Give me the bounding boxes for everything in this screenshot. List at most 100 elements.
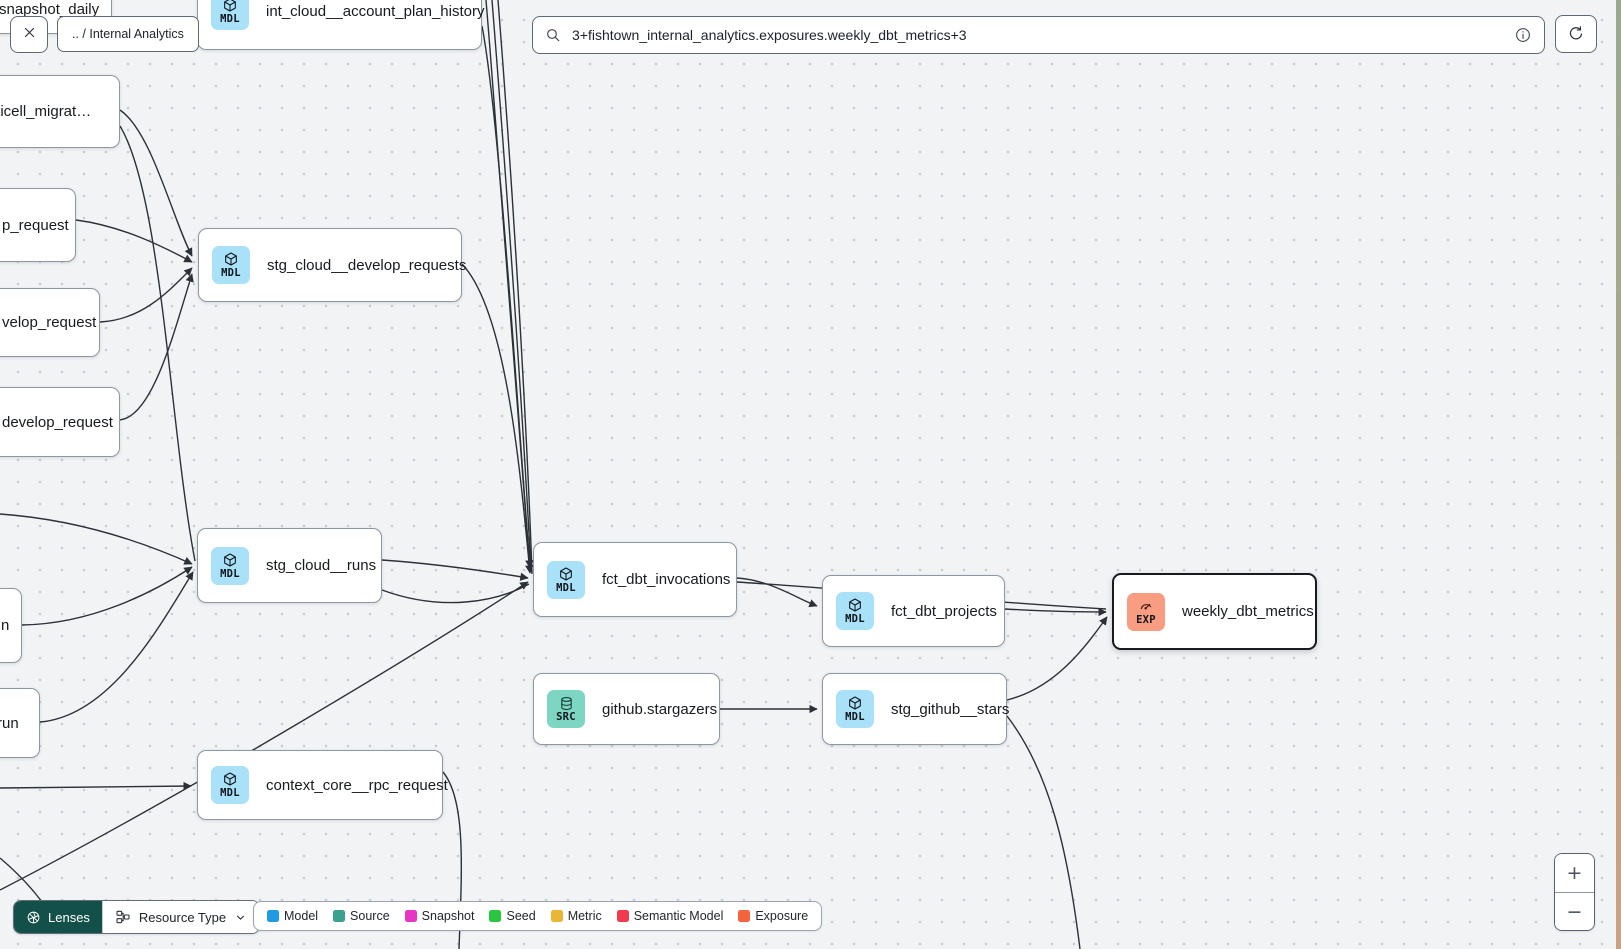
- legend-label: Metric: [567, 909, 602, 923]
- legend-item-snapshot: Snapshot: [404, 909, 475, 923]
- close-button[interactable]: [10, 16, 48, 53]
- exposure-icon: [1138, 598, 1154, 614]
- graph-node-stg_cloud__runs[interactable]: MDL stg_cloud__runs: [197, 528, 382, 603]
- refresh-button[interactable]: [1555, 15, 1597, 53]
- graph-node-github.stargazers[interactable]: SRC github.stargazers: [533, 673, 720, 745]
- node-label: weekly_dbt_metrics: [1182, 603, 1314, 620]
- zoom-controls: + −: [1554, 853, 1595, 931]
- lineage-edge: [491, 0, 532, 573]
- source-icon: [559, 696, 574, 711]
- model-icon: [222, 552, 238, 568]
- lenses-control-group: Lenses Resource Type: [13, 900, 261, 934]
- badge-code: MDL: [220, 13, 240, 26]
- search-icon: [545, 27, 561, 43]
- graph-node-p_request[interactable]: p_request: [0, 188, 76, 262]
- lineage-edge: [1004, 607, 1107, 617]
- badge-code: MDL: [220, 787, 240, 800]
- lineage-edge: [0, 781, 192, 791]
- legend-label: Exposure: [755, 909, 809, 923]
- lineage-edge: [119, 109, 193, 257]
- model-icon: [847, 695, 863, 711]
- node-label: context_core__rpc_request: [266, 776, 448, 794]
- graph-node-velop_request[interactable]: velop_request: [0, 288, 100, 357]
- search-input[interactable]: [570, 26, 1505, 44]
- badge-code: MDL: [845, 613, 865, 626]
- resource-type-label: Resource Type: [138, 909, 227, 925]
- graph-node-run_partial[interactable]: run: [0, 688, 40, 758]
- node-label: stg_cloud__develop_requests: [267, 256, 467, 274]
- model-badge: MDL: [836, 592, 874, 630]
- model-badge: MDL: [211, 766, 249, 804]
- model-icon: [222, 0, 238, 13]
- refresh-icon: [1567, 25, 1585, 43]
- zoom-out-button[interactable]: −: [1555, 892, 1594, 930]
- legend-chip: [550, 910, 563, 922]
- lineage-edge: [99, 267, 193, 323]
- legend-label: Seed: [506, 909, 536, 923]
- lineage-edge: [1006, 715, 1081, 949]
- desktop-edge-strip: [1616, 0, 1621, 949]
- badge-code: MDL: [221, 267, 241, 280]
- lineage-edge: [481, 25, 534, 569]
- model-icon: [223, 251, 239, 267]
- node-label: stg_cloud__runs: [266, 557, 377, 574]
- graph-node-multicell_migrat[interactable]: multicell_migrat…: [0, 75, 120, 148]
- model-badge: MDL: [211, 0, 249, 30]
- model-icon: [847, 597, 863, 613]
- lineage-edge: [39, 571, 194, 723]
- lineage-edge: [736, 577, 818, 608]
- node-label: fct_dbt_projects: [891, 602, 997, 620]
- resource-type-button[interactable]: Resource Type: [101, 901, 260, 933]
- legend-chip: [489, 910, 502, 922]
- graph-node-n_partial[interactable]: n: [0, 588, 22, 663]
- legend-item-model: Model: [267, 909, 318, 923]
- search-bar[interactable]: [532, 16, 1545, 54]
- graph-node-context_core__rpc_request[interactable]: MDL context_core__rpc_request: [197, 750, 448, 820]
- node-label: p_request: [2, 216, 69, 234]
- source-badge: SRC: [547, 690, 585, 728]
- lineage-edge: [75, 219, 193, 263]
- lineage-edge: [461, 263, 534, 574]
- node-label: velop_request: [2, 314, 97, 331]
- badge-code: SRC: [556, 710, 576, 723]
- node-label: n: [1, 617, 10, 634]
- lineage-edge: [1006, 616, 1108, 701]
- lineage-edge: [0, 581, 529, 891]
- legend-item-metric: Metric: [550, 909, 602, 923]
- badge-code: EXP: [1136, 613, 1156, 626]
- graph-node-fct_dbt_projects[interactable]: MDL fct_dbt_projects: [822, 575, 1005, 647]
- legend-item-exposure: Exposure: [738, 909, 808, 923]
- chevron-down-icon: [234, 911, 247, 924]
- graph-node-stg_cloud__develop_requests[interactable]: MDL stg_cloud__develop_requests: [198, 228, 466, 302]
- model-badge: MDL: [212, 246, 250, 284]
- breadcrumb-label: .. / Internal Analytics: [72, 27, 184, 41]
- model-icon: [222, 771, 238, 787]
- lenses-button[interactable]: Lenses: [14, 901, 102, 933]
- info-icon[interactable]: [1514, 26, 1532, 44]
- legend-item-seed: Seed: [489, 909, 536, 923]
- node-label: int_cloud__account_plan_history: [266, 2, 485, 20]
- legend-label: Model: [284, 909, 319, 923]
- legend-chip: [267, 910, 279, 922]
- node-label: github.stargazers: [602, 700, 718, 718]
- legend-label: Snapshot: [421, 909, 475, 923]
- model-badge: MDL: [836, 690, 874, 728]
- exposure-badge: EXP: [1127, 592, 1165, 631]
- zoom-in-button[interactable]: +: [1555, 854, 1594, 892]
- model-badge: MDL: [211, 546, 249, 585]
- legend-chip: [616, 910, 629, 922]
- node-label: run: [0, 714, 19, 732]
- legend-chip: [738, 910, 751, 922]
- badge-code: MDL: [845, 711, 865, 724]
- breadcrumb[interactable]: .. / Internal Analytics: [57, 16, 199, 52]
- graph-node-develop_request[interactable]: develop_request: [0, 387, 120, 457]
- node-label: fct_dbt_invocations: [602, 571, 731, 588]
- lineage-edge: [381, 583, 530, 604]
- legend-label: Source: [350, 909, 390, 923]
- graph-node-weekly_dbt_metrics[interactable]: EXP weekly_dbt_metrics: [1112, 573, 1317, 650]
- lineage-edge: [119, 125, 196, 562]
- graph-node-int_cloud__account_plan_history[interactable]: MDL int_cloud__account_plan_history: [197, 0, 485, 50]
